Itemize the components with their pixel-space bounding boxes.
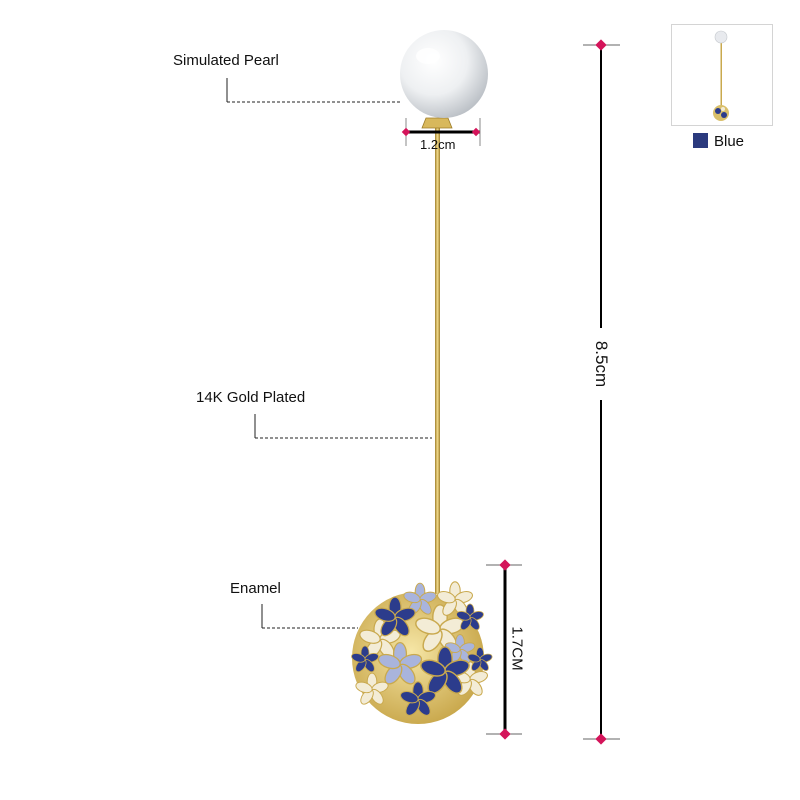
color-option-thumbnail[interactable] (671, 24, 773, 126)
gold-pin (435, 124, 440, 594)
leader-lines (226, 78, 432, 629)
total-length-dimension (583, 39, 620, 745)
pearl-label: Simulated Pearl (173, 52, 279, 69)
thumbnail-image (713, 30, 729, 121)
pearl-cap (421, 117, 453, 129)
pearl-width-value: 1.2cm (420, 137, 456, 152)
enamel-flower-ball (349, 581, 494, 724)
pearl-width-dimension (401, 118, 481, 146)
ball-height-dimension (486, 559, 522, 740)
gold-label: 14K Gold Plated (196, 389, 306, 406)
total-length-value: 8.5cm (592, 340, 611, 388)
pearl (400, 30, 488, 118)
blue-color-swatch[interactable] (693, 133, 708, 148)
ball-height-value: 1.7CM (508, 626, 526, 671)
color-option-label: Blue (714, 133, 745, 150)
enamel-label: Enamel (230, 580, 281, 597)
